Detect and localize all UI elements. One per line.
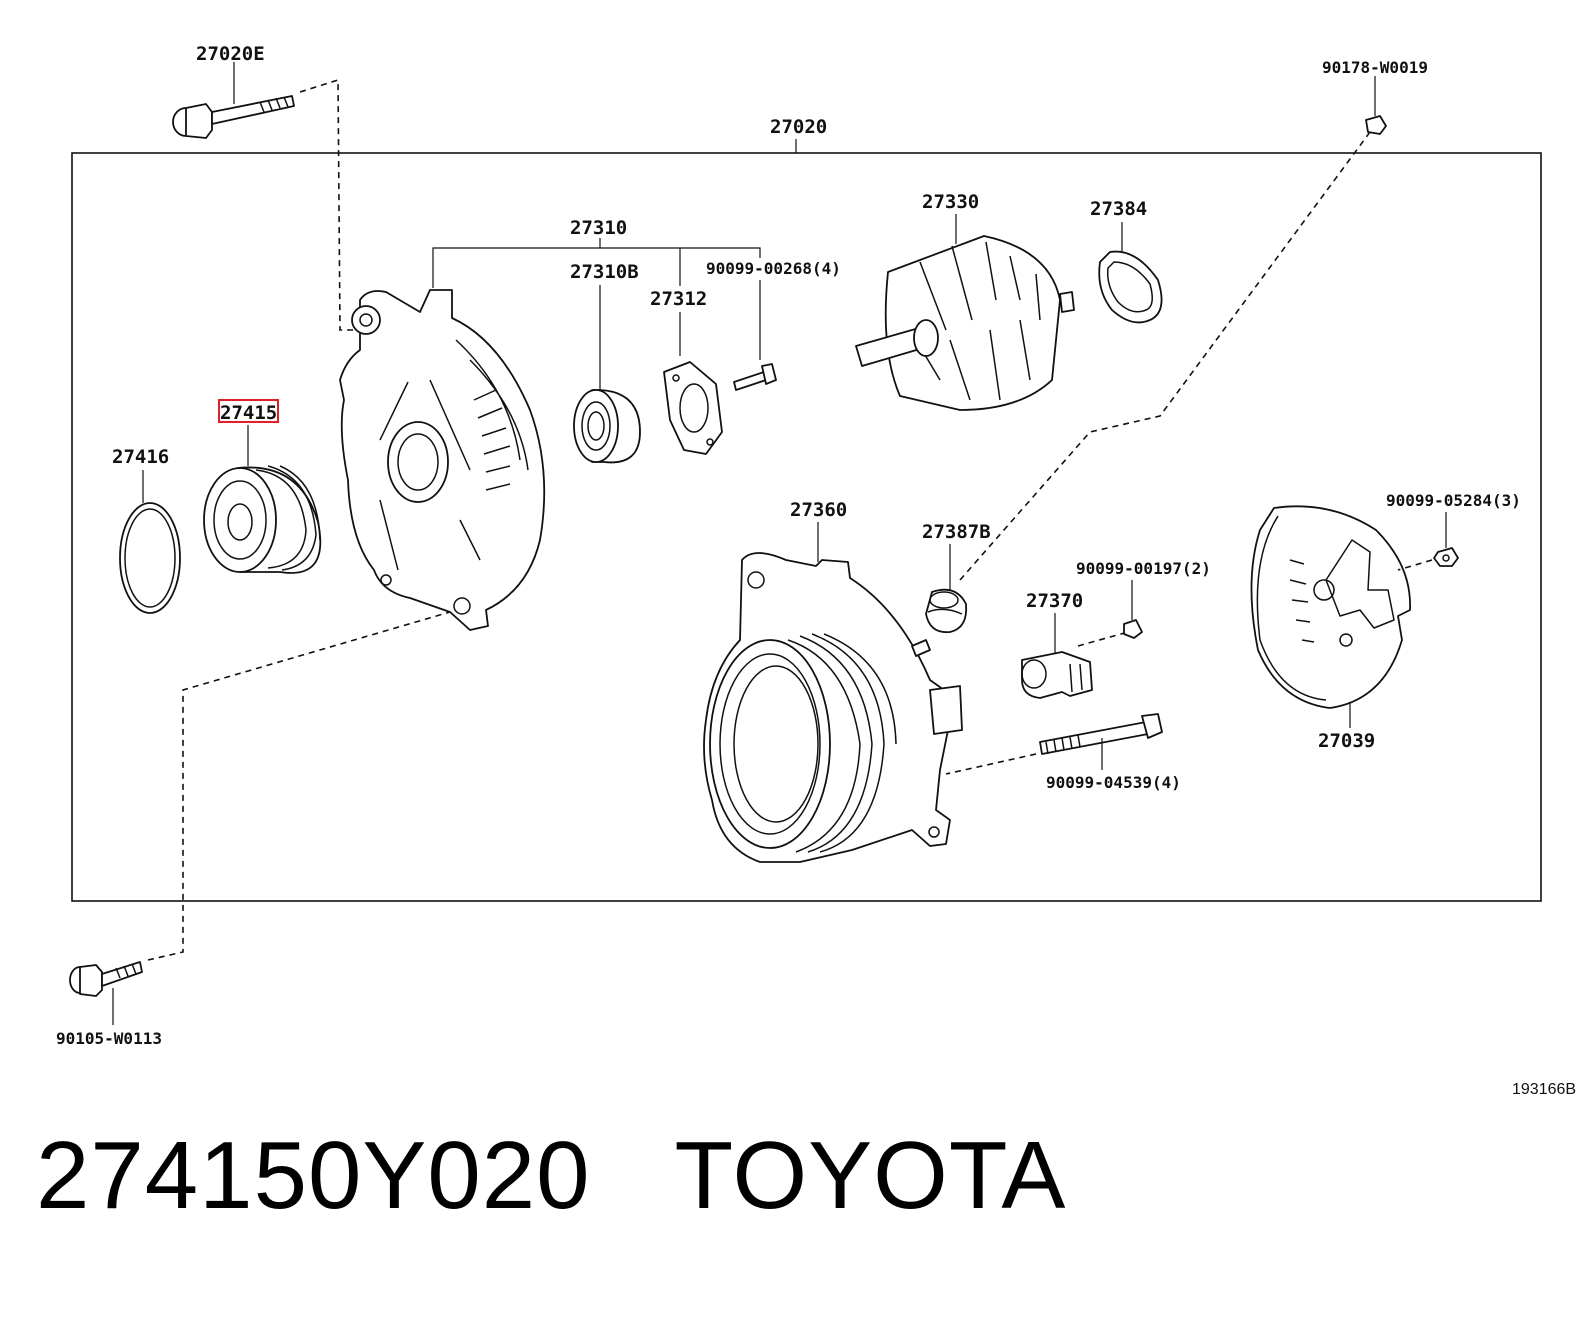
bolt-27020e[interactable] <box>172 95 295 139</box>
seal-ring-27416[interactable] <box>119 502 181 614</box>
label-27416: 27416 <box>112 446 169 468</box>
label-27310b: 27310B <box>570 261 639 283</box>
drive-end-frame[interactable] <box>339 289 546 631</box>
label-27384: 27384 <box>1090 198 1147 220</box>
label-90099-05284: 90099-05284(3) <box>1386 491 1521 510</box>
bolt-90105-w0113[interactable] <box>69 961 143 997</box>
label-27020e: 27020E <box>196 43 265 65</box>
label-27387b: 27387B <box>922 521 991 543</box>
assembly-frame <box>71 152 1542 902</box>
label-90099-00197: 90099-00197(2) <box>1076 559 1211 578</box>
label-27415: 27415 <box>220 402 277 424</box>
nut-90099-05284[interactable] <box>1433 547 1459 567</box>
nut-90178-w0019[interactable] <box>1365 115 1387 135</box>
label-27312: 27312 <box>650 288 707 310</box>
label-90105-w0113: 90105-W0113 <box>56 1029 162 1048</box>
brush-holder-27370[interactable] <box>1021 651 1093 699</box>
pulley-27415[interactable] <box>203 465 322 574</box>
rear-cover-27039[interactable] <box>1250 505 1411 709</box>
retainer-plate-27312[interactable] <box>663 361 723 455</box>
label-27039: 27039 <box>1318 730 1375 752</box>
bolt-90099-04539[interactable] <box>1039 713 1163 755</box>
label-27360: 27360 <box>790 499 847 521</box>
bearing-27310b[interactable] <box>573 389 641 464</box>
diagram-reference-code: 193166B <box>1512 1081 1576 1098</box>
rectifier-end-frame-27360[interactable] <box>703 552 963 863</box>
label-90178-w0019: 90178-W0019 <box>1322 58 1428 77</box>
label-27330: 27330 <box>922 191 979 213</box>
label-27020: 27020 <box>770 116 827 138</box>
highlight-box-27415 <box>218 399 279 423</box>
label-27310: 27310 <box>570 217 627 239</box>
label-27370: 27370 <box>1026 590 1083 612</box>
label-90099-04539: 90099-04539(4) <box>1046 773 1181 792</box>
rotor-27330[interactable] <box>855 235 1075 411</box>
insulator-27387b[interactable] <box>925 588 968 634</box>
screw-90099-00268[interactable] <box>733 363 777 391</box>
ring-27384[interactable] <box>1098 250 1163 324</box>
caption-brand: TOYOTA <box>674 1122 1067 1229</box>
screw-90099-00197[interactable] <box>1123 619 1143 639</box>
caption-part-number: 274150Y020 <box>36 1122 591 1229</box>
label-90099-00268: 90099-00268(4) <box>706 259 841 278</box>
